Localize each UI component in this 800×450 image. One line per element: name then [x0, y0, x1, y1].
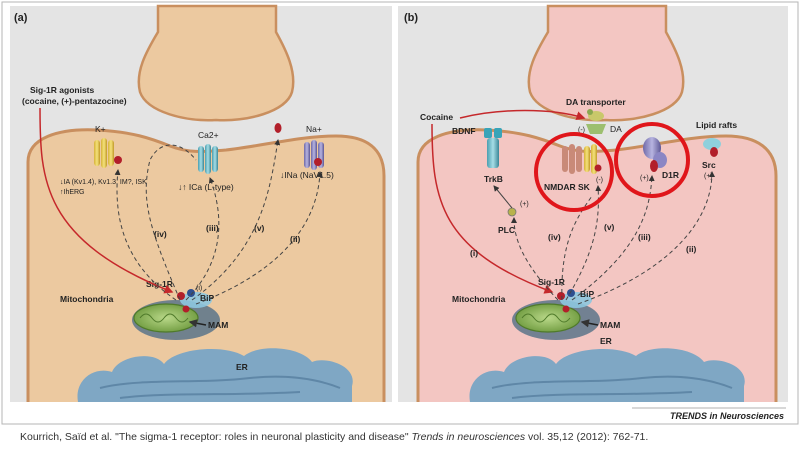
- mam-label-a: MAM: [208, 320, 228, 330]
- k-channel-label-a: K+: [95, 124, 106, 134]
- mitochondria-b: [515, 303, 581, 333]
- citation: Kourrich, Saïd et al. "The sigma-1 recep…: [20, 431, 790, 443]
- plc-label: PLC: [498, 225, 515, 235]
- path-v-arrow-a: [191, 139, 281, 301]
- agonists-label-line2: (cocaine, (+)-pentazocine): [22, 96, 127, 106]
- path-iv-arrow-a: [114, 169, 177, 301]
- mitochondria-label-b: Mitochondria: [452, 294, 506, 304]
- highlight-d1r: [614, 122, 690, 198]
- na-channel-label-a: Na+: [306, 124, 322, 134]
- ca-channel-a: [198, 144, 218, 174]
- sig1r-a: [177, 292, 185, 300]
- ca-channel-label-a: Ca2+: [198, 130, 219, 140]
- path-i-label-a: (i): [196, 285, 202, 292]
- path-ii-arrow-b: [577, 171, 715, 305]
- ca-current-label-a: ↓↑ ICa (L-type): [178, 182, 234, 192]
- cocaine-label: Cocaine: [420, 112, 453, 122]
- nmdar-channel: [562, 144, 582, 174]
- trkb-label: TrkB: [484, 174, 503, 184]
- src-label: Src: [702, 160, 716, 170]
- path-iii-arrow-a: [185, 177, 220, 301]
- d1r-receptor: [643, 137, 667, 172]
- k-currents-label-a: ↓IA (Kv1.4), Kv1.3, IM?, ISK: [60, 179, 147, 186]
- path-iv-label-a: (iv): [154, 229, 167, 239]
- presynaptic-terminal-b: [527, 4, 685, 122]
- trkb-receptor: [484, 128, 502, 168]
- path-iii-label-a: (iii): [206, 223, 219, 233]
- path-iii-arrow-b: [571, 175, 655, 301]
- bip-label-a: BiP: [200, 293, 215, 303]
- bip-a: [187, 289, 195, 297]
- da-label: DA: [610, 124, 622, 134]
- sig1r-label-a: Sig-1R: [146, 279, 173, 289]
- src-kinase: [703, 138, 721, 157]
- d1r-plus-label: (+): [640, 175, 649, 182]
- da-transporter-label: DA transporter: [566, 97, 626, 107]
- lipid-rafts-label: Lipid rafts: [696, 120, 737, 130]
- path-iv-label-b: (iv): [548, 232, 561, 242]
- bip-b: [567, 289, 575, 297]
- mam-label-b: MAM: [600, 320, 620, 330]
- sig1r-b: [557, 292, 565, 300]
- mitochondria-label-a: Mitochondria: [60, 294, 114, 304]
- da-transporter-minus: (-): [578, 127, 585, 134]
- mitochondria-a: [133, 303, 199, 333]
- panel-a-tag: (a): [14, 12, 28, 24]
- da-transporter: [586, 109, 606, 134]
- bip-label-b: BiP: [580, 289, 595, 299]
- path-ii-arrow-a: [195, 171, 323, 305]
- ligand-a: [274, 123, 282, 133]
- cocaine-arrow-to-dat: [459, 109, 586, 121]
- bdnf-label: BDNF: [452, 126, 476, 136]
- citation-title: "The sigma-1 receptor: roles in neuronal…: [115, 431, 412, 443]
- panel-b-tag: (b): [404, 12, 418, 24]
- citation-journal: Trends in neurosciences: [411, 431, 526, 443]
- journal-tag: TRENDS in Neurosciences: [670, 411, 784, 421]
- na-current-label-a: ↓INa (NaV1.5): [280, 170, 334, 180]
- sig1r-label-b: Sig-1R: [538, 277, 565, 287]
- citation-authors: Kourrich, Saïd et al.: [20, 431, 116, 443]
- sk-channel: [584, 144, 602, 174]
- plc-plus-label: (+): [520, 201, 529, 208]
- nmdar-sk-label: NMDAR SK: [544, 182, 591, 192]
- k-channel-a: [94, 138, 122, 168]
- agonist-arrow-a: [39, 107, 174, 294]
- er-b: [469, 348, 745, 402]
- panel-b: (b) ER Sig-1R BiP Mitochondria MAM DA tr…: [398, 4, 788, 402]
- path-i-label-b: (i): [470, 248, 478, 258]
- path-iv-arrow-b: [511, 217, 559, 301]
- src-plus-label: (+): [704, 173, 713, 180]
- plc-node: [507, 207, 517, 217]
- path-v-label-b: (v): [604, 222, 615, 232]
- cocaine-arrow-to-sig1r: [431, 123, 554, 294]
- sk-minus-label: (-): [596, 177, 603, 184]
- agonists-label-line1: Sig-1R agonists: [30, 85, 95, 95]
- highlight-nmdar-sk: [534, 132, 614, 212]
- na-channel-a: [304, 140, 324, 170]
- er-label-b: ER: [600, 336, 612, 346]
- k-herg-label-a: ↑IhERG: [60, 189, 85, 196]
- path-v-label-a: (v): [254, 223, 265, 233]
- er-a: [77, 348, 353, 402]
- d1r-label: D1R: [662, 170, 679, 180]
- citation-details: vol. 35,12 (2012): 762-71.: [525, 431, 649, 443]
- presynaptic-terminal-a: [137, 4, 295, 122]
- path-iii-label-b: (iii): [638, 232, 651, 242]
- path-ii-label-a: (ii): [290, 234, 301, 244]
- panel-a: (a) ER Sig-1R BiP Mitochondria MAM (i): [10, 4, 392, 402]
- path-ii-label-b: (ii): [686, 244, 697, 254]
- er-label-a: ER: [236, 362, 248, 372]
